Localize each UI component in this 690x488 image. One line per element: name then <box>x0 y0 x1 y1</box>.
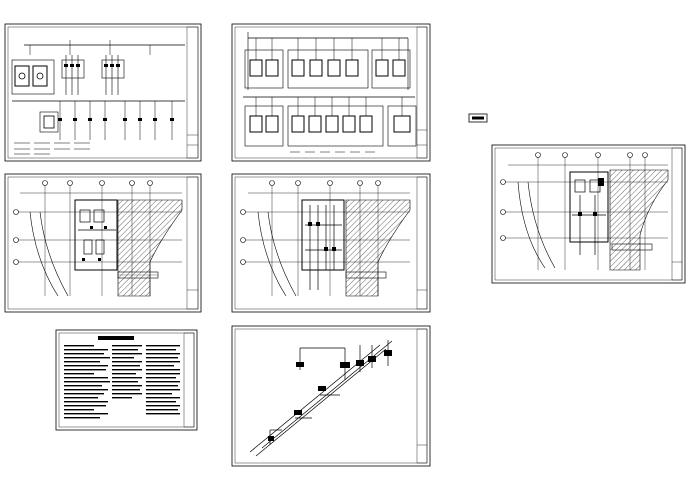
sheet-plan-1[interactable] <box>4 173 202 313</box>
sheet-plan-2[interactable] <box>231 173 431 313</box>
sheet-plan-3[interactable] <box>491 144 686 284</box>
sheet-isometric[interactable] <box>231 325 431 467</box>
sheet-system-schematic[interactable] <box>4 23 202 162</box>
sheet-design-notes[interactable] <box>55 329 198 431</box>
legend-label-box <box>468 113 488 123</box>
sheet-equipment-schematic[interactable] <box>231 23 431 162</box>
